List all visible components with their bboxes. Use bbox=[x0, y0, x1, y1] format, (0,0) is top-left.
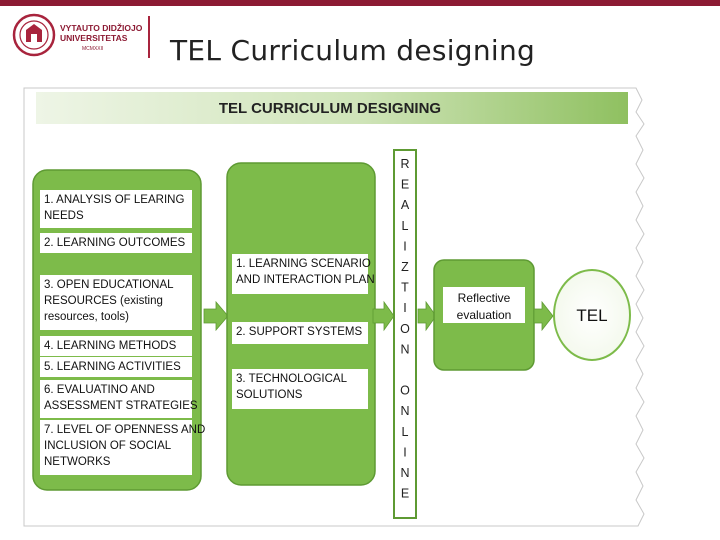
vertical-letter-15: I bbox=[403, 445, 406, 459]
vertical-letter-9: O bbox=[400, 322, 410, 336]
left-box-2 bbox=[40, 233, 192, 253]
tel-circle bbox=[553, 269, 631, 361]
logo-line-3: MCMXXII bbox=[82, 46, 103, 52]
reflective-label-box bbox=[443, 287, 525, 323]
vertical-letter-8: I bbox=[403, 301, 406, 315]
vertical-letter-5: I bbox=[403, 239, 406, 253]
slide-title: TEL Curriculum designing bbox=[170, 34, 536, 67]
arrow-realization-reflective bbox=[417, 300, 437, 332]
vertical-letter-17: E bbox=[401, 487, 409, 501]
vertical-letter-4: L bbox=[402, 219, 409, 233]
left-item-6-line-2: ASSESSMENT STRATEGIES bbox=[44, 400, 198, 412]
vertical-letter-3: A bbox=[401, 198, 410, 212]
left-item-7-line-2: INCLUSION OF SOCIAL bbox=[44, 440, 172, 452]
university-logo: VYTAUTO DIDŽIOJO UNIVERSITETAS MCMXXII bbox=[12, 13, 143, 57]
left-box-4 bbox=[40, 336, 192, 356]
logo-line-1: VYTAUTO DIDŽIOJO bbox=[60, 22, 143, 33]
left-item-5-line-1: 5. LEARNING ACTIVITIES bbox=[44, 361, 181, 373]
middle-item-2-line-1: 2. SUPPORT SYSTEMS bbox=[236, 326, 362, 338]
realization-online-box bbox=[393, 149, 417, 519]
left-box-1 bbox=[40, 190, 192, 228]
left-item-2-line-1: 2. LEARNING OUTCOMES bbox=[44, 237, 186, 249]
vertical-letter-6: Z bbox=[401, 260, 409, 274]
arrow-middle-realization bbox=[372, 300, 395, 332]
left-box-7 bbox=[40, 420, 192, 475]
reflective-line-2: evaluation bbox=[457, 308, 512, 322]
logo-divider bbox=[148, 16, 150, 58]
vertical-letter-13: N bbox=[400, 404, 409, 418]
middle-item-3-line-1: 3. TECHNOLOGICAL bbox=[236, 373, 348, 385]
vertical-letter-10: N bbox=[400, 342, 409, 356]
vertical-letter-7: T bbox=[401, 281, 409, 295]
middle-item-3-line-2: SOLUTIONS bbox=[236, 389, 303, 401]
arrow-reflective-tel bbox=[533, 300, 554, 332]
left-item-1-line-2: NEEDS bbox=[44, 210, 84, 222]
vertical-letter-16: N bbox=[400, 466, 409, 480]
left-item-1-line-1: 1. ANALYSIS OF LEARING bbox=[44, 194, 184, 206]
top-accent-bar bbox=[0, 0, 720, 6]
arrow-left-middle bbox=[203, 300, 229, 332]
left-item-6-line-1: 6. EVALUATINO AND bbox=[44, 384, 155, 396]
reflective-line-1: Reflective bbox=[458, 291, 511, 305]
vertical-letter-1: R bbox=[400, 157, 409, 171]
middle-item-1-line-2: AND INTERACTION PLAN bbox=[236, 274, 375, 286]
left-box-3 bbox=[40, 275, 192, 330]
vertical-letter-12: O bbox=[400, 384, 410, 398]
middle-box-1 bbox=[232, 254, 368, 294]
logo-line-2: UNIVERSITETAS bbox=[60, 33, 128, 43]
left-item-4-line-1: 4. LEARNING METHODS bbox=[44, 340, 177, 352]
middle-box-2 bbox=[232, 322, 368, 344]
left-box-6 bbox=[40, 380, 192, 418]
vertical-letter-14: L bbox=[402, 425, 409, 439]
left-item-7-line-3: NETWORKS bbox=[44, 456, 111, 468]
middle-item-1-line-1: 1. LEARNING SCENARIO bbox=[236, 258, 371, 270]
left-box-5 bbox=[40, 357, 192, 377]
vertical-letter-2: E bbox=[401, 178, 409, 192]
middle-box-3 bbox=[232, 369, 368, 409]
left-item-3-line-2: RESOURCES (existing bbox=[44, 295, 163, 307]
tel-label: TEL bbox=[576, 306, 607, 325]
banner bbox=[36, 92, 628, 124]
left-item-3-line-1: 3. OPEN EDUCATIONAL bbox=[44, 279, 174, 291]
banner-title: TEL CURRICULUM DESIGNING bbox=[219, 100, 441, 117]
left-item-7-line-1: 7. LEVEL OF OPENNESS AND bbox=[44, 424, 205, 436]
left-item-3-line-3: resources, tools) bbox=[44, 311, 129, 323]
